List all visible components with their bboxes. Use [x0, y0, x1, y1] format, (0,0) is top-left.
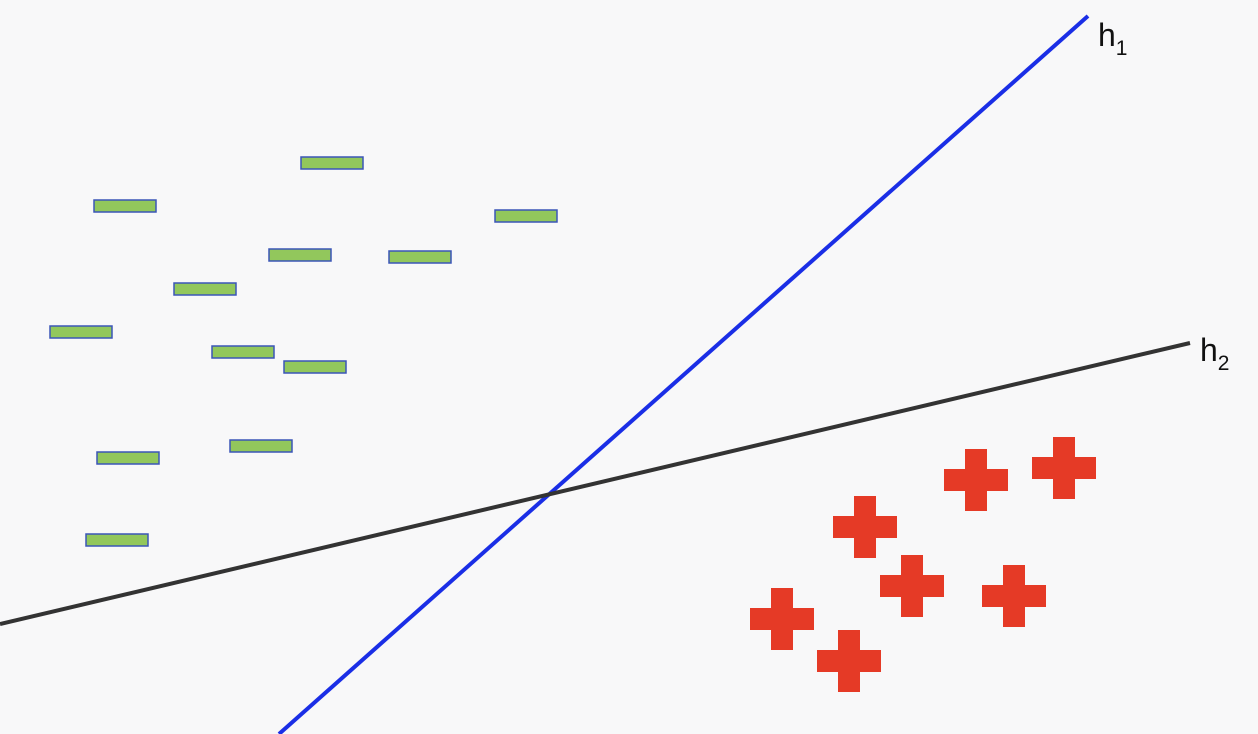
negative-class-points: [49, 156, 558, 547]
minus-icon: [49, 325, 113, 339]
minus-icon: [85, 533, 149, 547]
hyperplane-h1-line: [277, 14, 1090, 734]
plus-icon: [817, 630, 881, 692]
h2-label: h2: [1200, 332, 1229, 375]
minus-icon: [229, 439, 293, 453]
plus-icon: [880, 555, 944, 617]
minus-icon: [300, 156, 364, 170]
plus-icon: [750, 588, 814, 650]
plus-icon: [944, 449, 1008, 511]
minus-icon: [388, 250, 452, 264]
minus-icon: [494, 209, 558, 223]
hyperplane-h2-line: [0, 341, 1191, 626]
h1-label: h1: [1098, 17, 1127, 60]
minus-icon: [93, 199, 157, 213]
minus-icon: [96, 451, 160, 465]
plus-icon: [1032, 437, 1096, 499]
plus-icon: [982, 565, 1046, 627]
minus-icon: [268, 248, 332, 262]
positive-class-points: [750, 437, 1096, 692]
minus-icon: [211, 345, 275, 359]
plus-icon: [833, 496, 897, 558]
minus-icon: [283, 360, 347, 374]
minus-icon: [173, 282, 237, 296]
